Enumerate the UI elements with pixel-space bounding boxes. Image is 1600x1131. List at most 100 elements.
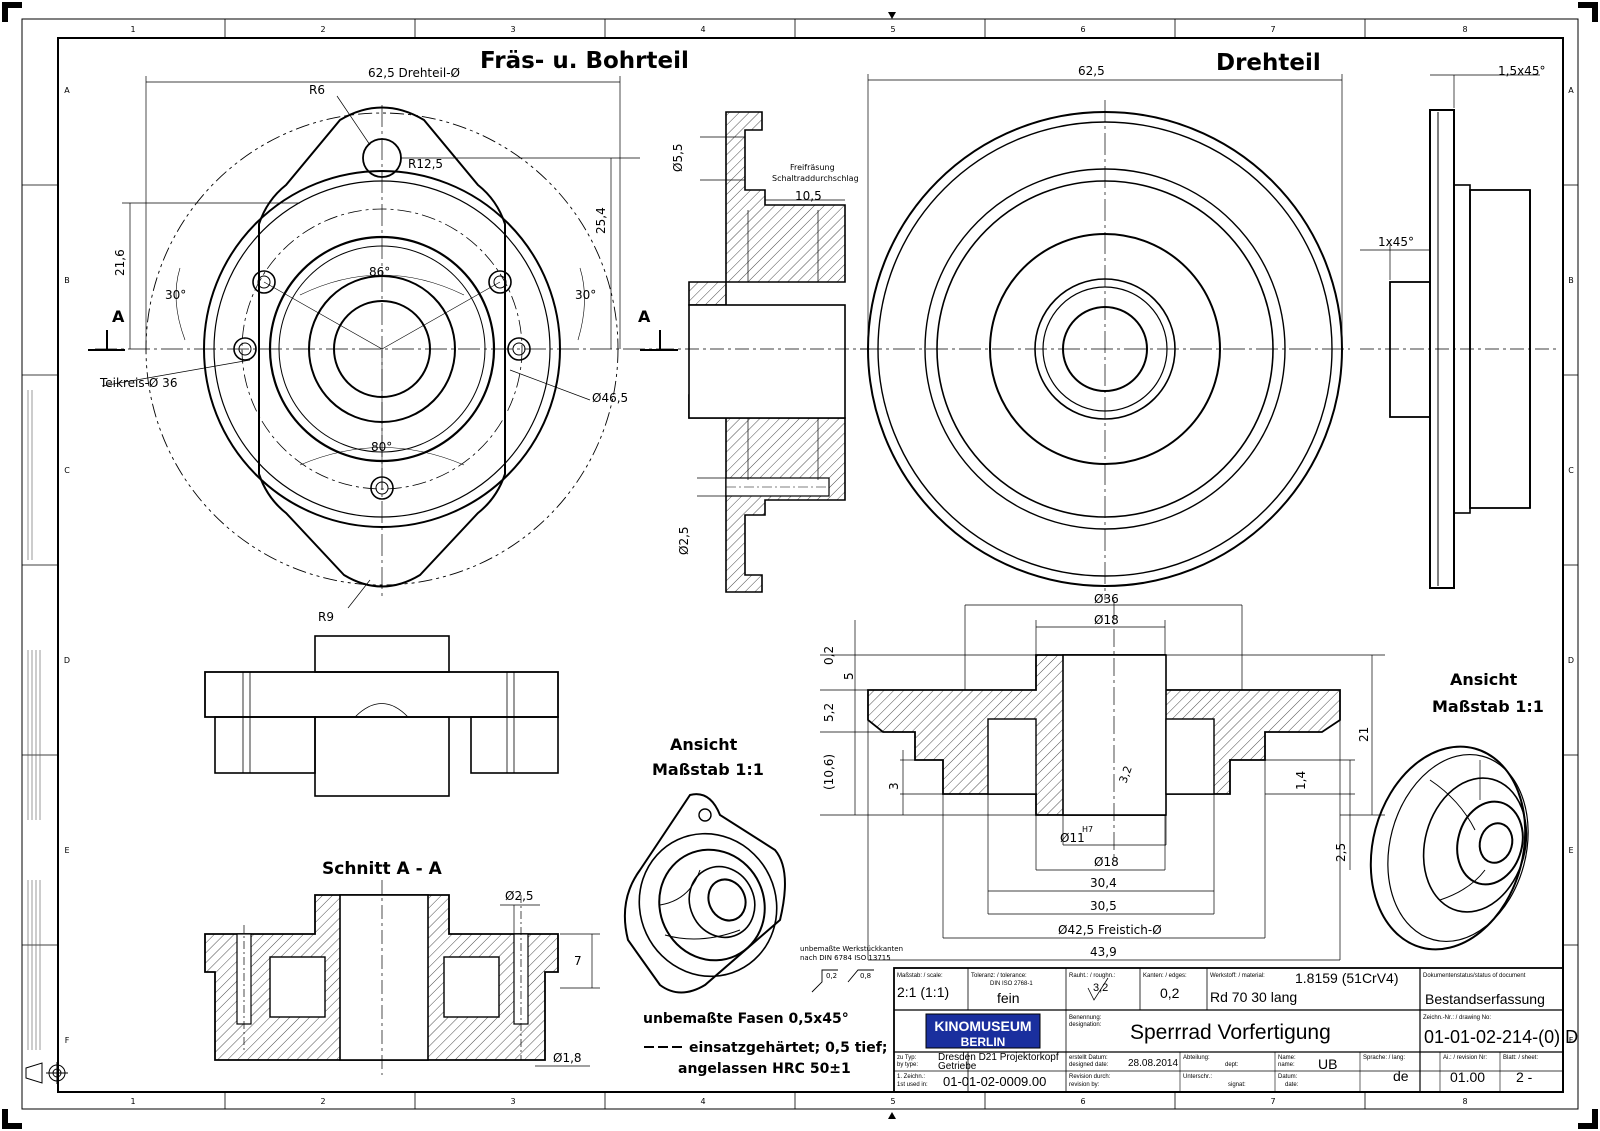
center-mark-bottom xyxy=(888,1112,896,1119)
row-mark: F xyxy=(1569,1036,1574,1045)
teilkreis-label: Teikreis-Ø 36 xyxy=(99,376,177,390)
row-labels: A B C D E F A B C D E F xyxy=(64,86,1574,1045)
dim-1-4: 1,4 xyxy=(1294,771,1308,790)
dim-62-5-drehteil: 62,5 Drehteil-Ø xyxy=(368,66,460,80)
material-label: Werkstoff: / material: xyxy=(1210,973,1265,979)
dim-3: 3 xyxy=(887,782,901,790)
tempered-note: angelassen HRC 50±1 xyxy=(678,1061,851,1077)
designation-value: Sperrrad Vorfertigung xyxy=(1130,1021,1331,1044)
edges-label: Kanten: / edges: xyxy=(1143,973,1187,979)
title-block: Maßstab: / scale: 2:1 (1:1) Toleranz: / … xyxy=(893,967,1578,1093)
col-mark: 4 xyxy=(700,1097,705,1106)
scale-label: Maßstab: / scale: xyxy=(897,973,943,979)
name-label-1: Name: xyxy=(1278,1055,1296,1061)
dim-36: Ø36 xyxy=(1094,592,1119,606)
turned-part-section xyxy=(820,600,1481,961)
dim-chamfer-1-5: 1,5x45° xyxy=(1498,64,1545,78)
dim-h7: H7 xyxy=(1082,825,1093,834)
milled-part-elevation xyxy=(204,635,559,797)
revision-label: Ai.: / revision Nr: xyxy=(1443,1055,1487,1061)
first-used-label-1: 1. Zeichn.: xyxy=(897,1074,925,1080)
row-mark: B xyxy=(64,276,70,285)
dim-86-deg: 86° xyxy=(369,265,390,279)
sheet-label: Blatt: / sheet: xyxy=(1503,1055,1538,1061)
edge-value-1: 0,2 xyxy=(826,972,837,980)
type-label-2: by type: xyxy=(897,1062,918,1068)
col-mark: 2 xyxy=(320,1097,325,1106)
roughness-value: 3,2 xyxy=(1093,982,1108,994)
projection-symbol-icon xyxy=(25,1062,68,1084)
first-used-value: 01-01-02-0009.00 xyxy=(943,1074,1046,1089)
status-label: Dokumentenstatus/status of document xyxy=(1423,973,1526,979)
freifraesung-line1: Freifräsung xyxy=(790,163,835,172)
ansicht-2-line1: Ansicht xyxy=(1450,670,1518,689)
col-mark: 1 xyxy=(130,25,135,34)
row-mark: D xyxy=(1568,656,1574,665)
col-mark: 2 xyxy=(320,25,325,34)
isometric-view-turned: Ansicht Maßstab 1:1 xyxy=(1369,670,1544,951)
col-mark: 6 xyxy=(1080,25,1085,34)
logo-bottom: BERLIN xyxy=(961,1035,1006,1049)
first-used-label-2: 1st used in: xyxy=(897,1082,928,1088)
row-mark: E xyxy=(64,846,69,855)
dim-5-2: 5,2 xyxy=(822,703,836,722)
front-view-milled-part xyxy=(88,76,678,609)
dim-18-top: Ø18 xyxy=(1094,613,1119,627)
side-section-milled-part xyxy=(660,111,870,593)
dim-5: 5 xyxy=(842,672,856,680)
ansicht-2-line2: Maßstab 1:1 xyxy=(1432,697,1544,716)
turned-part-front-view xyxy=(860,74,1350,600)
col-mark: 3 xyxy=(510,1097,515,1106)
dim-43-9: 43,9 xyxy=(1090,945,1117,959)
designed-label-1: erstellt Datum: xyxy=(1069,1055,1108,1061)
dept-label-1: Abteilung: xyxy=(1183,1055,1210,1061)
dreh-title: Drehteil xyxy=(1216,50,1321,76)
dim-30-left: 30° xyxy=(165,288,186,302)
type-value-2: Getriebe xyxy=(938,1061,977,1072)
col-mark: 5 xyxy=(890,25,895,34)
fasen-note: unbemaßte Fasen 0,5x45° xyxy=(643,1011,849,1027)
dim-1-8: Ø1,8 xyxy=(553,1051,582,1065)
date-label-2: date: xyxy=(1285,1082,1299,1088)
dim-2-5: 2,5 xyxy=(1334,843,1348,862)
ansicht-1-line2: Maßstab 1:1 xyxy=(652,760,764,779)
dim-2-5-side: Ø2,5 xyxy=(677,526,691,555)
designation-label-2: designation: xyxy=(1069,1022,1102,1028)
section-a-a xyxy=(204,880,600,1075)
schnitt-title: Schnitt A - A xyxy=(322,859,443,879)
dim-21-6: 21,6 xyxy=(113,249,127,276)
isometric-view-milled: Ansicht Maßstab 1:1 xyxy=(623,735,786,994)
dim-30-right: 30° xyxy=(575,288,596,302)
col-mark: 7 xyxy=(1270,25,1275,34)
turned-side-dimensions: 1,5x45° 1x45° xyxy=(1378,64,1545,249)
freifraesung-line2: Schaltraddurchschlag xyxy=(772,174,859,183)
signature-label-1: Unterschr.: xyxy=(1183,1074,1212,1080)
col-mark: 8 xyxy=(1462,25,1467,34)
col-mark: 5 xyxy=(890,1097,895,1106)
col-mark: 3 xyxy=(510,25,515,34)
dim-11: Ø11 xyxy=(1060,831,1085,845)
edges-value: 0,2 xyxy=(1160,985,1180,1001)
dim-42-5: Ø42,5 Freistich-Ø xyxy=(1058,923,1162,937)
turned-part-side-view xyxy=(1360,74,1560,589)
dim-r9: R9 xyxy=(318,610,334,624)
row-mark: F xyxy=(65,1036,70,1045)
edge-symbol-icon xyxy=(811,969,874,993)
tolerance-value: fein xyxy=(997,990,1020,1006)
row-mark: B xyxy=(1568,276,1574,285)
dim-46-5: Ø46,5 xyxy=(592,391,628,405)
tolerance-norm: DIN ISO 2768-1 xyxy=(990,981,1033,987)
signature-label-2: signat: xyxy=(1228,1082,1246,1088)
dim-0-2: 0,2 xyxy=(822,646,836,665)
scale-value: 2:1 (1:1) xyxy=(897,984,949,1000)
dim-62-5: 62,5 xyxy=(1078,64,1105,78)
drawing-frame xyxy=(21,18,1579,1110)
col-mark: 1 xyxy=(130,1097,135,1106)
row-mark: E xyxy=(1568,846,1573,855)
type-label-1: zu Typ: xyxy=(897,1055,917,1061)
designed-label-2: designed date: xyxy=(1069,1062,1109,1068)
dim-18-bottom: Ø18 xyxy=(1094,855,1119,869)
logo-top: KINOMUSEUM xyxy=(934,1018,1031,1034)
turned-section-dimensions: Ø36 Ø18 0,2 5 5,2 (10,6) 3 Ø11 H7 Ø18 30… xyxy=(822,592,1371,959)
lang-label: Sprache: / lang: xyxy=(1363,1055,1405,1061)
